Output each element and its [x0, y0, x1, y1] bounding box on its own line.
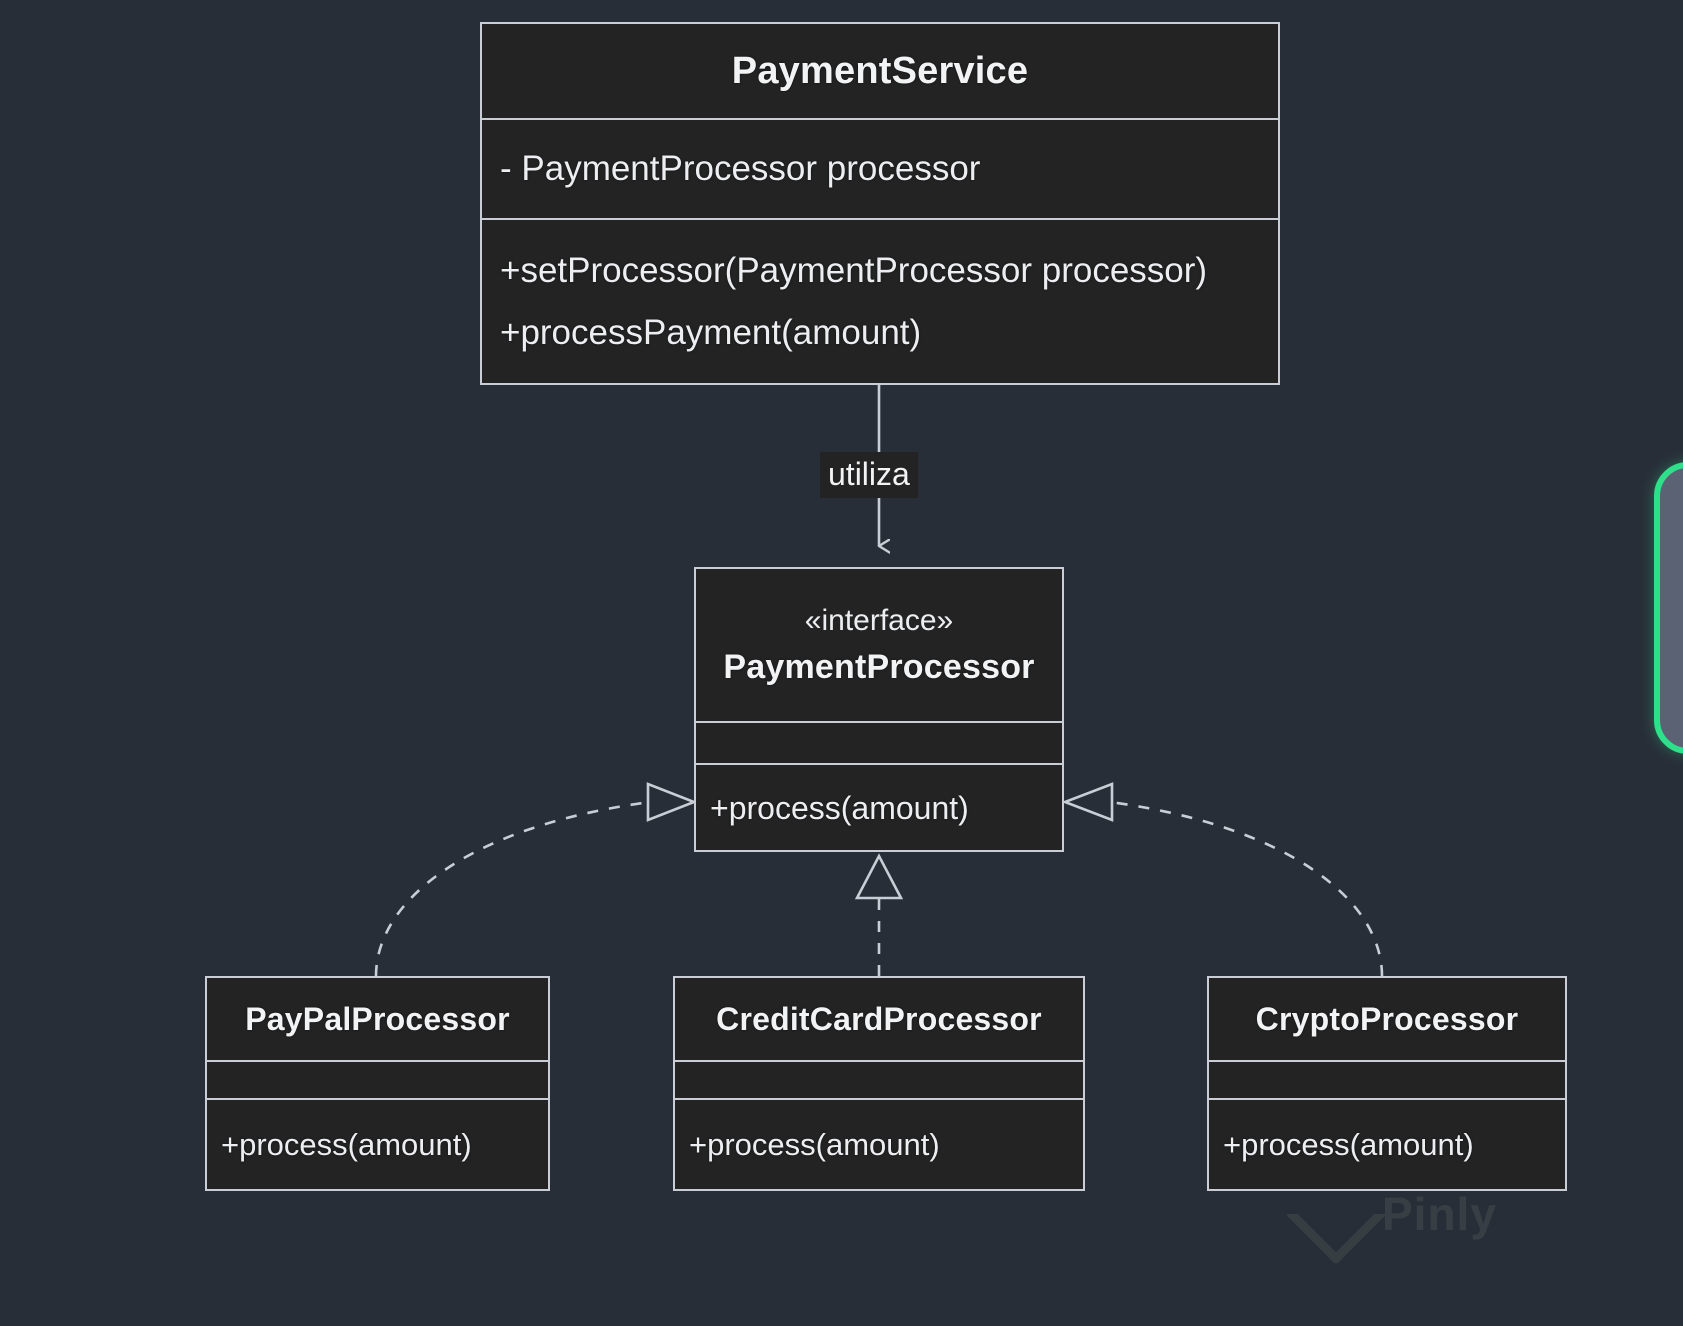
class-operations-creditcard-processor: +process(amount) — [675, 1098, 1083, 1189]
class-attributes-paypal-processor — [207, 1060, 548, 1098]
class-name-paypal-processor: PayPalProcessor — [245, 1001, 510, 1037]
class-operations-payment-service: +setProcessor(PaymentProcessor processor… — [482, 218, 1278, 383]
class-attributes-payment-processor — [696, 721, 1062, 763]
class-attributes-crypto-processor — [1209, 1060, 1565, 1098]
class-operations-crypto-processor: +process(amount) — [1209, 1098, 1565, 1189]
class-attributes-payment-service: - PaymentProcessor processor — [482, 118, 1278, 218]
side-panel-sliver[interactable] — [1654, 462, 1683, 754]
edge-label-utiliza: utiliza — [820, 452, 918, 498]
class-name-payment-service: PaymentService — [731, 50, 1029, 92]
class-name-crypto-processor: CryptoProcessor — [1255, 1001, 1519, 1037]
class-name-creditcard-processor: CreditCardProcessor — [716, 1001, 1042, 1037]
class-box-payment-processor[interactable]: «interface» PaymentProcessor +process(am… — [694, 567, 1064, 852]
edge-paypal-realizes — [374, 782, 698, 977]
class-name-payment-processor: PaymentProcessor — [723, 648, 1035, 686]
class-operations-payment-processor: +process(amount) — [696, 763, 1062, 850]
edge-creditcard-realizes — [854, 853, 904, 976]
class-operations-paypal-processor: +process(amount) — [207, 1098, 548, 1189]
class-attributes-creditcard-processor — [675, 1060, 1083, 1098]
class-box-payment-service[interactable]: PaymentService - PaymentProcessor proces… — [480, 22, 1280, 385]
class-header-payment-service: PaymentService — [482, 24, 1278, 118]
edge-crypto-realizes — [1061, 782, 1384, 977]
class-operation: +process(amount) — [1223, 1126, 1474, 1162]
class-operation: +process(amount) — [710, 789, 969, 826]
class-header-payment-processor: «interface» PaymentProcessor — [696, 569, 1062, 721]
class-operation: +process(amount) — [221, 1126, 472, 1162]
class-header-crypto-processor: CryptoProcessor — [1209, 978, 1565, 1060]
class-operation: +processPayment(amount) — [500, 312, 922, 352]
class-stereotype-interface: «interface» — [804, 604, 954, 637]
class-attribute: - PaymentProcessor processor — [500, 149, 981, 188]
class-box-crypto-processor[interactable]: CryptoProcessor +process(amount) — [1207, 976, 1567, 1191]
class-box-creditcard-processor[interactable]: CreditCardProcessor +process(amount) — [673, 976, 1085, 1191]
class-header-creditcard-processor: CreditCardProcessor — [675, 978, 1083, 1060]
class-header-paypal-processor: PayPalProcessor — [207, 978, 548, 1060]
class-operation: +setProcessor(PaymentProcessor processor… — [500, 250, 1208, 290]
class-box-paypal-processor[interactable]: PayPalProcessor +process(amount) — [205, 976, 550, 1191]
class-operation: +process(amount) — [689, 1126, 940, 1162]
